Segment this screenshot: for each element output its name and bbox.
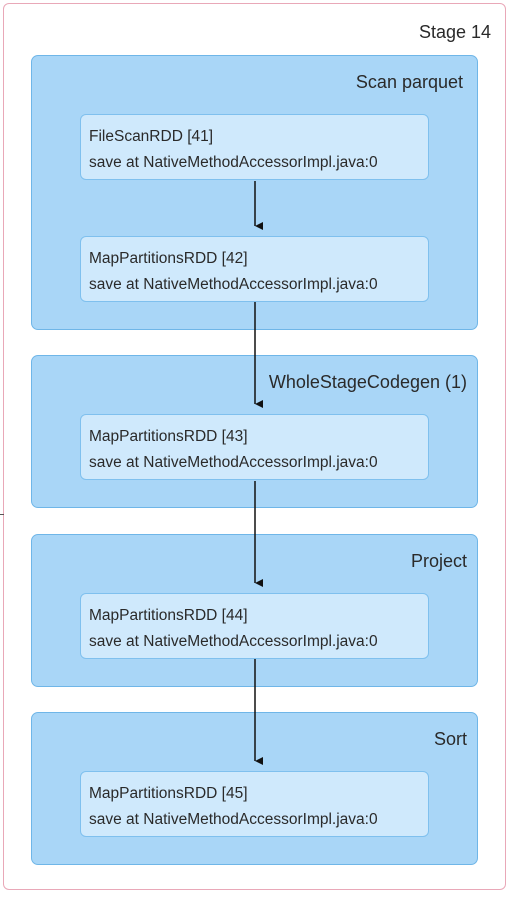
cluster-title: Sort	[433, 729, 467, 749]
rdd-node-callsite: save at NativeMethodAccessorImpl.java:0	[89, 154, 378, 171]
rdd-node-name: MapPartitionsRDD [43]	[89, 428, 248, 445]
rdd-node-callsite: save at NativeMethodAccessorImpl.java:0	[89, 633, 378, 650]
edge-tick	[0, 514, 4, 515]
rdd-node-44[interactable]: MapPartitionsRDD [44] save at NativeMeth…	[80, 593, 429, 659]
cluster-title: Scan parquet	[355, 72, 463, 92]
cluster-title: WholeStageCodegen (1)	[268, 372, 467, 392]
rdd-node-name: FileScanRDD [41]	[89, 128, 214, 145]
cluster-title: Project	[410, 551, 467, 571]
rdd-node-name: MapPartitionsRDD [44]	[89, 607, 248, 624]
rdd-node-42[interactable]: MapPartitionsRDD [42] save at NativeMeth…	[80, 236, 429, 302]
rdd-node-name: MapPartitionsRDD [45]	[89, 785, 248, 802]
rdd-node-43[interactable]: MapPartitionsRDD [43] save at NativeMeth…	[80, 414, 429, 480]
rdd-node-45[interactable]: MapPartitionsRDD [45] save at NativeMeth…	[80, 771, 429, 837]
stage-title: Stage 14	[418, 22, 491, 42]
rdd-node-name: MapPartitionsRDD [42]	[89, 250, 248, 267]
rdd-node-41[interactable]: FileScanRDD [41] save at NativeMethodAcc…	[80, 114, 429, 180]
rdd-node-callsite: save at NativeMethodAccessorImpl.java:0	[89, 276, 378, 293]
rdd-node-callsite: save at NativeMethodAccessorImpl.java:0	[89, 454, 378, 471]
rdd-node-callsite: save at NativeMethodAccessorImpl.java:0	[89, 811, 378, 828]
